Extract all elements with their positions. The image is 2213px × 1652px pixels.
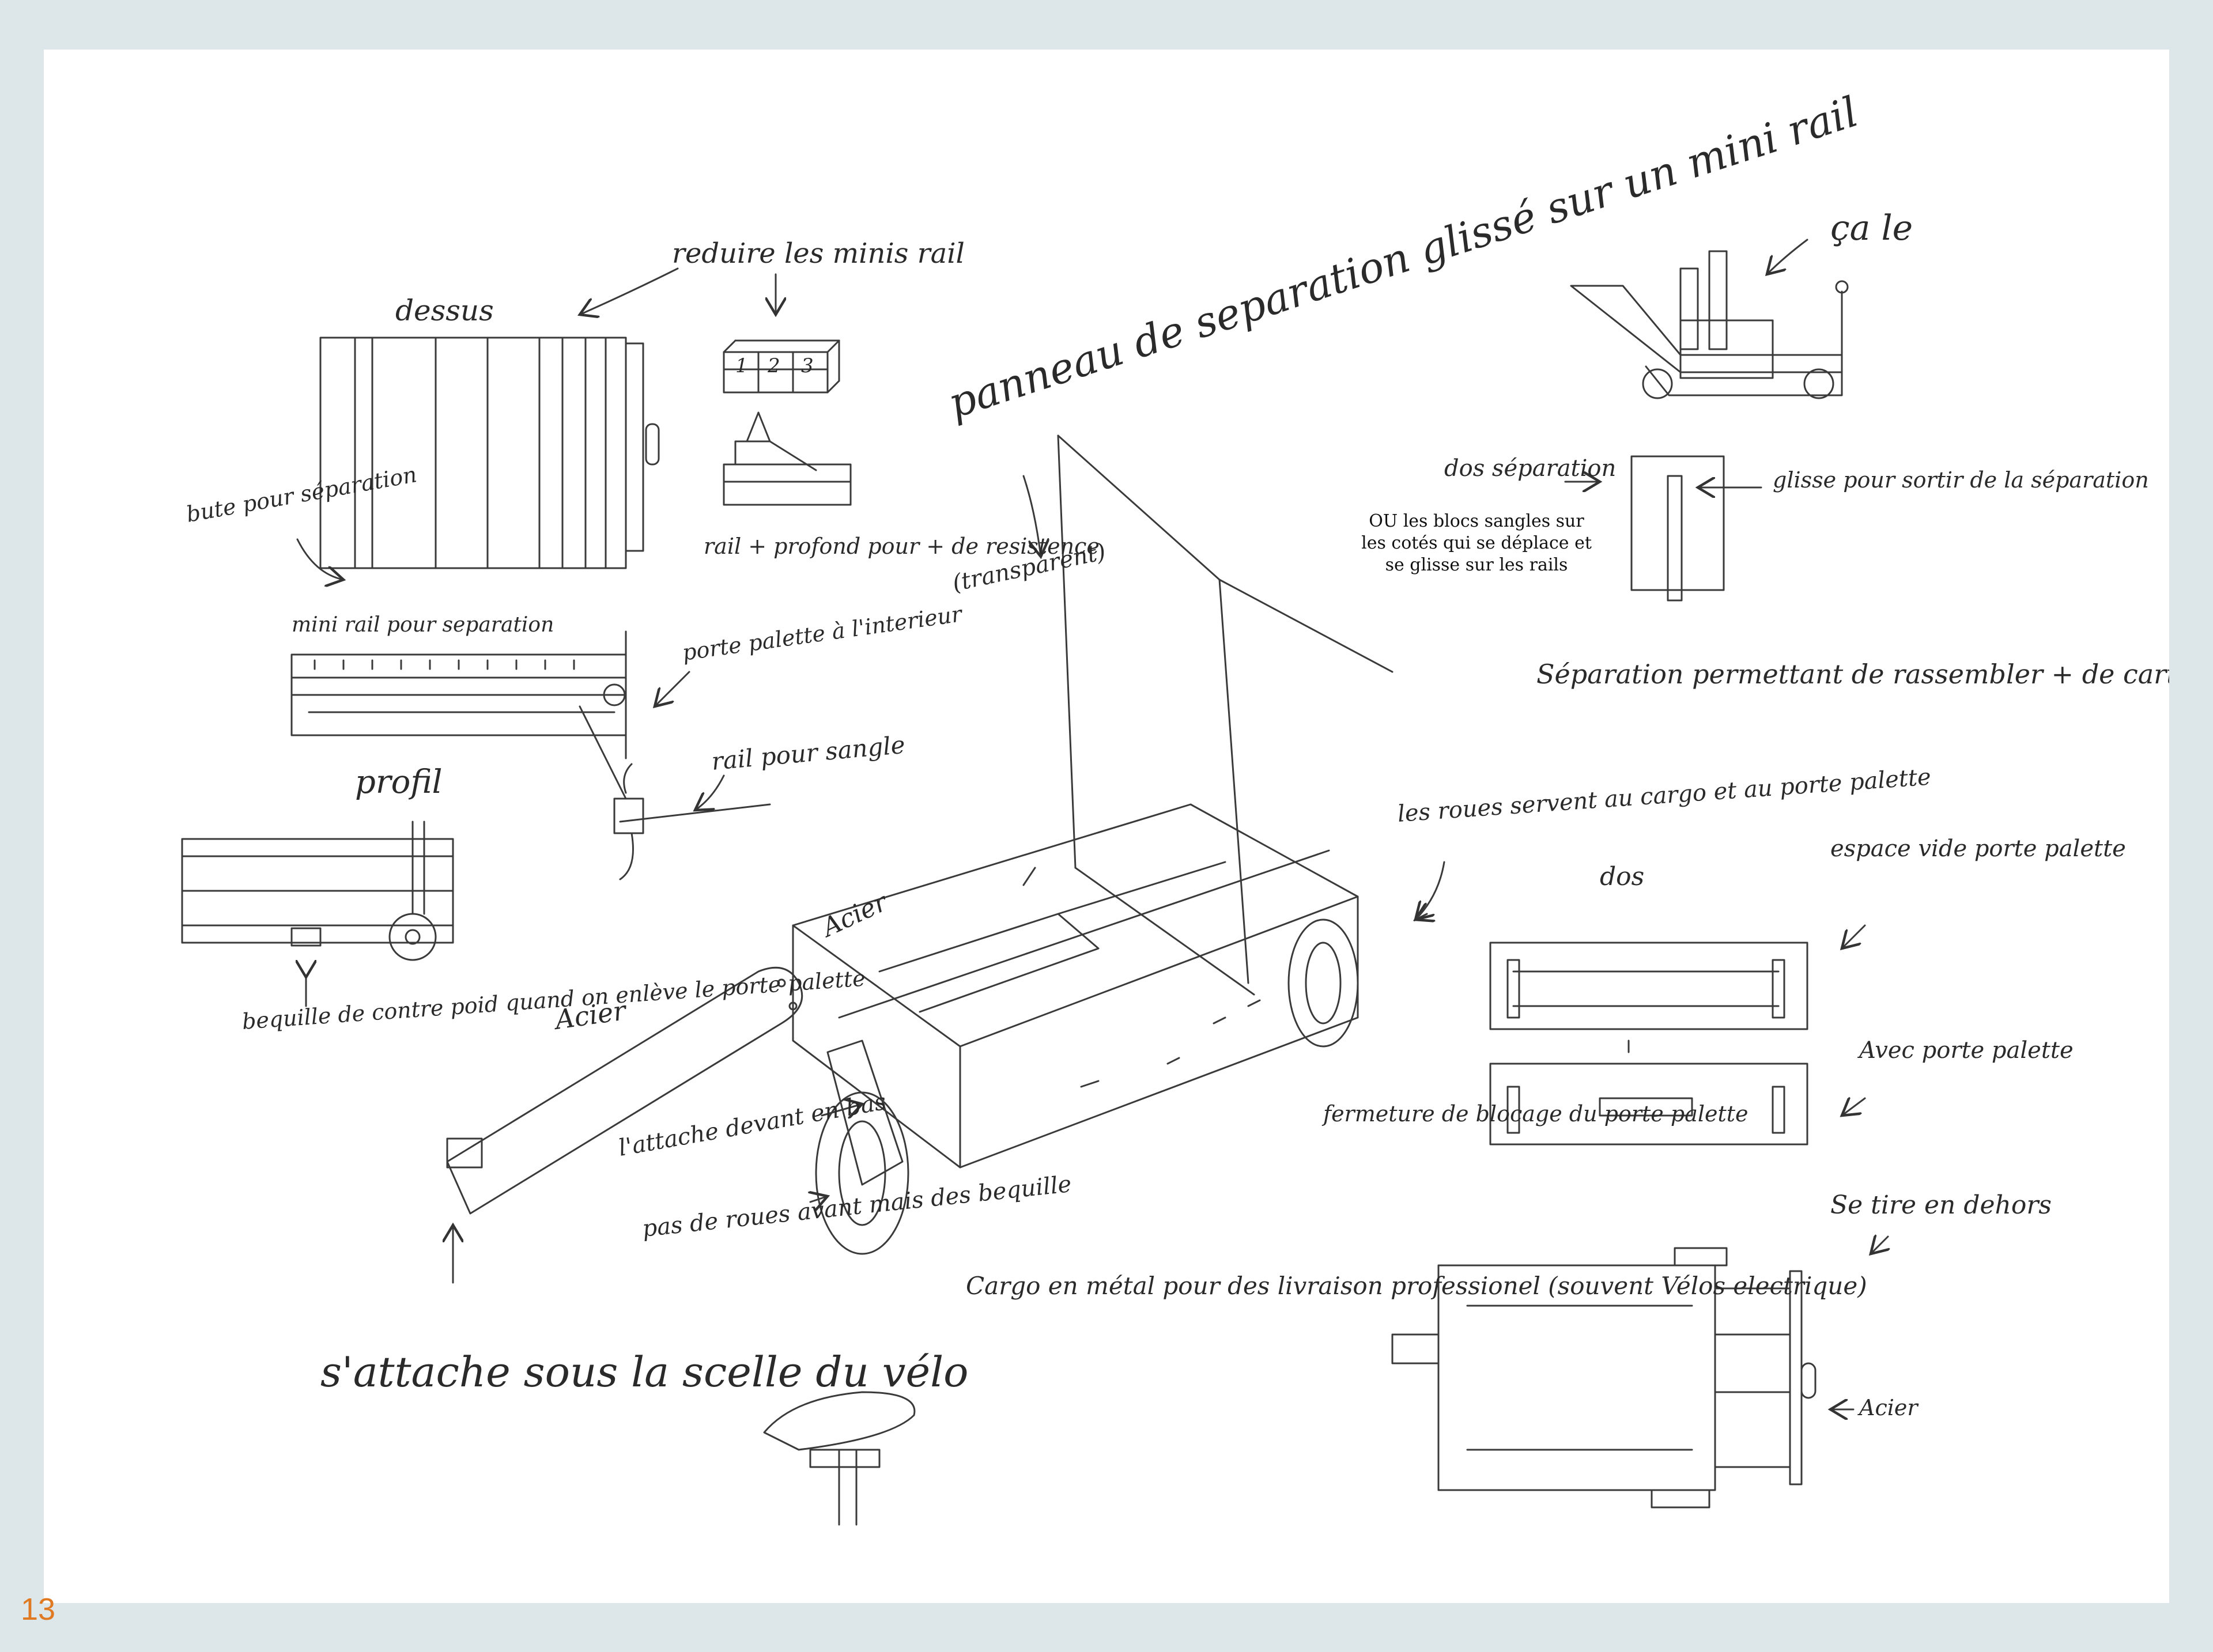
strap-rail-sketch [614,764,770,879]
label-fermeture: fermeture de blocage du porte palette [1321,1101,1749,1126]
label-num-2: 2 [767,354,780,377]
cargo-iso-sketch [793,436,1392,1254]
label-dos-separation: dos séparation [1444,455,1616,482]
label-espace-vide: espace vide porte palette [1830,836,2126,862]
drawer-view-sketch [1392,1237,1888,1507]
label-num-3: 3 [801,354,814,377]
label-rail-sangle: rail pour sangle [711,731,907,776]
mini-rail-sketch [292,632,689,799]
label-roues: les roues servent au cargo et au porte p… [1396,763,1932,827]
label-porte-palette-interieur: porte palette à l'interieur [681,601,965,666]
label-cargo: Cargo en métal pour des livraison profes… [966,1272,1867,1300]
label-acier-2: Acier [815,887,893,944]
top-view-sketch [297,269,678,580]
numbered-blocks-sketch [724,274,839,392]
label-avec-porte: Avec porte palette [1857,1037,2074,1064]
profile-view-sketch [182,822,453,1006]
page-number: 13 [21,1592,56,1627]
arrow [822,1104,862,1116]
label-glisse: glisse pour sortir de la séparation [1773,467,2149,493]
label-acier-3: Acier [1857,1395,1919,1420]
label-bute: bute pour séparation [184,462,419,527]
arrow [810,1196,828,1202]
label-dessus: dessus [395,294,494,327]
arrow [1415,862,1444,920]
label-separation-permettant: Séparation permettant de rassembler + de… [1536,659,2169,690]
label-ca-le: ça le [1830,208,1913,248]
label-bequille: bequille de contre poid quand on enlève … [241,965,866,1034]
label-reduire: reduire les minis rail [672,237,965,270]
label-num-1: 1 [735,354,748,377]
label-dos: dos [1600,862,1644,891]
sketch-drawings: reduire les minis rail dessus 1 2 3 rail… [44,87,2169,1603]
bike-seat-sketch [764,1392,915,1525]
cart-sketch [1571,240,1848,398]
label-profil: profil [355,763,443,801]
label-se-tire: Se tire en dehors [1830,1190,2052,1220]
label-rail-profond: rail + profond pour + de resistence [704,534,1100,559]
label-mini-rail: mini rail pour separation [292,613,554,637]
sketch-page: reduire les minis rail dessus 1 2 3 rail… [44,50,2169,1603]
hitch-bar-sketch [447,967,802,1283]
printed-note: OU les blocs sangles sur les cotés qui s… [1361,511,1592,575]
separator-panel-sketch [1565,456,1761,600]
label-pas-de-roues: pas de roues avant mais des bequille [641,1171,1072,1242]
label-panneau: panneau de separation glissé sur un mini… [942,87,1863,428]
label-s-attache: s'attache sous la scelle du vélo [320,1348,968,1396]
deep-rail-sketch [724,413,851,505]
